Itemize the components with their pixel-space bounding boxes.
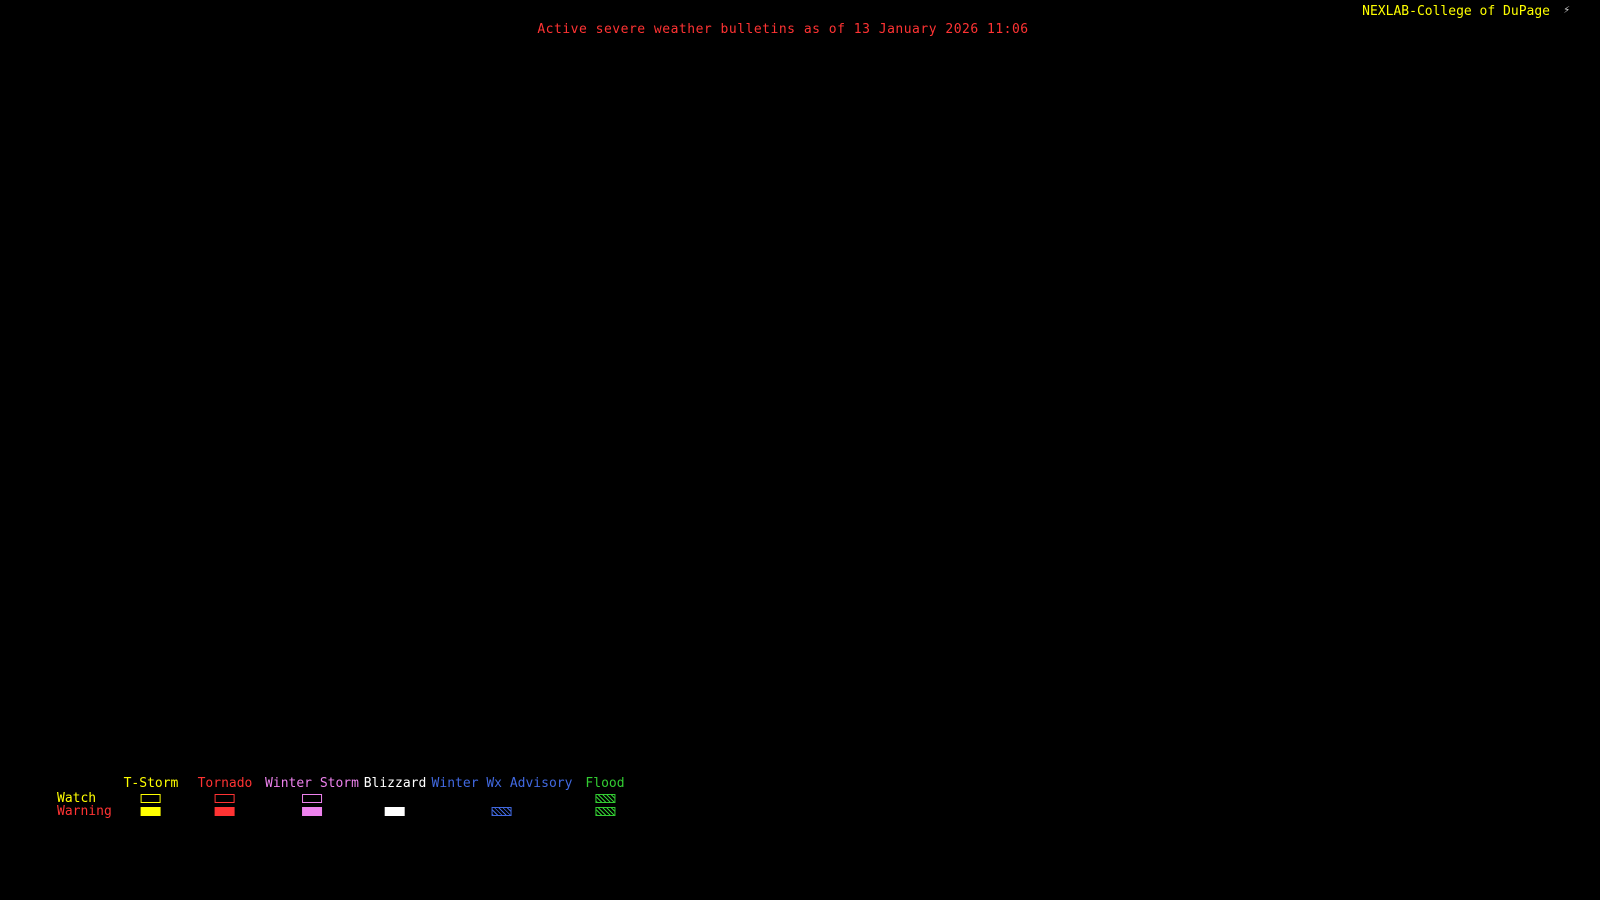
swatch-winter-storm-watch: [301, 794, 322, 803]
page-title: Active severe weather bulletins as of 13…: [537, 22, 1029, 37]
legend-label-winter-wx-advisory: Winter Wx Advisory: [431, 776, 573, 791]
swatch-tornado-warning: [214, 807, 235, 816]
legend-label-winter-storm: Winter Storm: [265, 776, 359, 791]
swatch-flood-warning: [594, 807, 615, 816]
swatch-winter-storm-warning: [301, 807, 322, 816]
legend: Watch Warning T-Storm Tornado Winter Sto…: [0, 770, 700, 830]
brand-text: NEXLAB-College of DuPage: [1362, 4, 1550, 19]
nexlab-logo-icon: ⚡: [1563, 3, 1570, 16]
legend-col-winter-storm: Winter Storm: [265, 777, 359, 820]
legend-col-flood: Flood: [585, 776, 625, 820]
swatch-winter-wx-advisory-warning: [491, 807, 512, 816]
legend-col-winter-wx-advisory: Winter Wx Advisory: [431, 776, 573, 820]
legend-row-watch-label: Watch: [57, 791, 97, 806]
swatch-tstorm-warning: [140, 807, 161, 816]
swatch-flood-watch: [594, 794, 615, 803]
legend-label-tornado: Tornado: [197, 776, 253, 791]
legend-row-warning-label: Warning: [57, 804, 112, 819]
legend-col-tornado: Tornado: [197, 776, 253, 820]
legend-label-flood: Flood: [585, 776, 625, 791]
legend-col-blizzard: Blizzard: [363, 776, 427, 820]
swatch-tstorm-watch: [140, 794, 161, 803]
legend-label-tstorm: T-Storm: [123, 776, 179, 791]
legend-label-blizzard: Blizzard: [363, 776, 427, 791]
swatch-blizzard-warning: [385, 807, 405, 816]
legend-col-tstorm: T-Storm: [123, 776, 179, 820]
swatch-tornado-watch: [214, 794, 235, 803]
